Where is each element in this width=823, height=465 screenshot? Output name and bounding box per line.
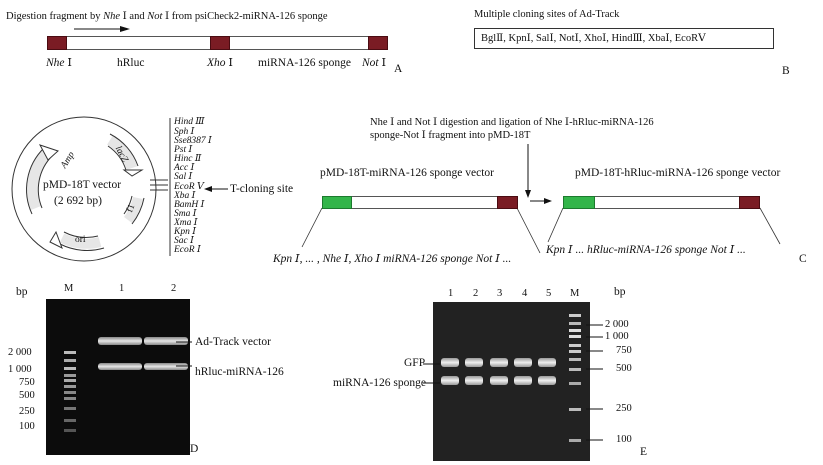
title-mid: Ⅰ and — [120, 11, 148, 22]
title-suffix: Ⅰ from psiCheck2-miRNA-126 sponge — [162, 11, 328, 22]
lane-label: 2 — [171, 283, 177, 294]
title-prefix: Digestion fragment by — [6, 11, 104, 22]
panel-letter-c: C — [799, 253, 807, 265]
lane-label: 1 — [448, 288, 454, 299]
nhe-site-block — [47, 36, 67, 50]
band-label-mirna-sponge: miRNA-126 sponge — [333, 377, 426, 389]
panel-letter-b: B — [782, 65, 790, 77]
mcs-site: Sma Ⅰ — [174, 209, 197, 219]
vector2-green-segment — [563, 196, 595, 209]
ladder-label: 250 — [19, 406, 35, 417]
ladder-label: 750 — [616, 345, 632, 356]
ladder-label: 750 — [19, 377, 35, 388]
gel-e — [433, 302, 590, 461]
mcs-site: Sal Ⅰ — [174, 172, 193, 182]
t-cloning-site-label: T-cloning site — [230, 183, 294, 195]
unit-label: bp — [614, 286, 626, 298]
mcs-site: Kpn Ⅰ — [174, 227, 196, 237]
mcs-site: BamH Ⅰ — [174, 200, 205, 210]
mcs-site: Sac Ⅰ — [174, 236, 194, 246]
label-hrluc: hRluc — [117, 57, 145, 69]
lane-label: M — [570, 288, 580, 299]
mcs-site: Xba Ⅰ — [174, 191, 196, 201]
mcs-site: Hinc Ⅱ — [174, 154, 202, 164]
ladder-label: 500 — [19, 390, 35, 401]
lane-label: 5 — [546, 288, 552, 299]
label-sponge: miRNA-126 sponge — [258, 57, 351, 69]
vector2-title: pMD-18T-hRluc-miRNA-126 sponge vector — [575, 167, 781, 179]
title-enzyme-nhe: Nhe — [103, 11, 121, 22]
vector2-sites: Kpn Ⅰ ... hRluc-miRNA-126 sponge Not Ⅰ .… — [546, 244, 746, 256]
lane-label: 2 — [473, 288, 479, 299]
ladder-label: 100 — [19, 421, 35, 432]
label-not: Not Ⅰ — [362, 57, 387, 69]
ladder-label: 100 — [616, 434, 632, 445]
mcs-site: Xma Ⅰ — [174, 218, 198, 228]
mcs-site: Sse8387 Ⅰ — [174, 136, 212, 146]
xho-site-block — [210, 36, 230, 50]
mcs-box: BglⅡ, KpnⅠ, SalⅠ, NotⅠ, XhoⅠ, HindⅢ, Xba… — [474, 28, 774, 49]
vector1-title: pMD-18T-miRNA-126 sponge vector — [320, 167, 494, 179]
plasmid-size: (2 692 bp) — [54, 195, 102, 207]
label-xho: Xho Ⅰ — [207, 57, 233, 69]
mcs-site: Sph Ⅰ — [174, 127, 195, 137]
vector2-red-segment — [739, 196, 760, 209]
lane-label: 4 — [522, 288, 528, 299]
plasmid-name: pMD-18T vector — [43, 179, 122, 191]
mcs-sites-text: BglⅡ, KpnⅠ, SalⅠ, NotⅠ, XhoⅠ, HindⅢ, Xba… — [481, 33, 706, 44]
title-enzyme-not: Not — [147, 11, 163, 22]
mcs-site: Hind Ⅲ — [174, 117, 205, 127]
lane-label: M — [64, 283, 74, 294]
ladder-label: 2 000 — [605, 319, 629, 330]
panel-letter-a: A — [394, 63, 403, 75]
mcs-site: Acc Ⅰ — [174, 163, 195, 173]
mcs-site: EcoR Ⅰ — [174, 245, 201, 255]
band-label-gfp: GFP — [404, 357, 426, 369]
ladder-label: 1 000 — [605, 331, 629, 342]
gel-d-bands — [64, 337, 188, 432]
panel-b-title: Multiple cloning sites of Ad-Track — [474, 9, 620, 20]
ladder-label: 500 — [616, 363, 632, 374]
gel-d — [46, 299, 190, 455]
arc-label-ori: ori — [75, 235, 86, 245]
panel-letter-e: E — [640, 446, 648, 458]
ligation-note-line2: sponge-Not Ⅰ fragment into pMD-18T — [370, 130, 531, 141]
vector1-green-segment — [322, 196, 352, 209]
unit-label: bp — [16, 286, 28, 298]
gel-e-bands — [433, 302, 590, 461]
band-label-ad-track: Ad-Track vector — [195, 336, 271, 348]
vector1-sites: Kpn Ⅰ, ... , Nhe Ⅰ, Xho Ⅰ miRNA-126 spon… — [273, 253, 512, 265]
lane-label: 1 — [119, 283, 125, 294]
ligation-note-line1: Nhe Ⅰ and Not Ⅰ digestion and ligation o… — [370, 117, 654, 128]
ladder-label: 250 — [616, 403, 632, 414]
mcs-site: Pst Ⅰ — [174, 145, 193, 155]
panel-a-title: Digestion fragment by Nhe Ⅰ and Not Ⅰ fr… — [6, 11, 328, 23]
vector1-red-segment — [497, 196, 518, 209]
ladder-label: 1 000 — [8, 364, 32, 375]
band-label-hrluc-mirna: hRluc-miRNA-126 — [195, 366, 284, 378]
mcs-site: EcoR Ⅴ — [174, 182, 204, 192]
ladder-label: 2 000 — [8, 347, 32, 358]
label-nhe: Nhe Ⅰ — [46, 57, 72, 69]
panel-letter-d: D — [190, 443, 199, 455]
not-site-block — [368, 36, 388, 50]
lane-label: 3 — [497, 288, 503, 299]
